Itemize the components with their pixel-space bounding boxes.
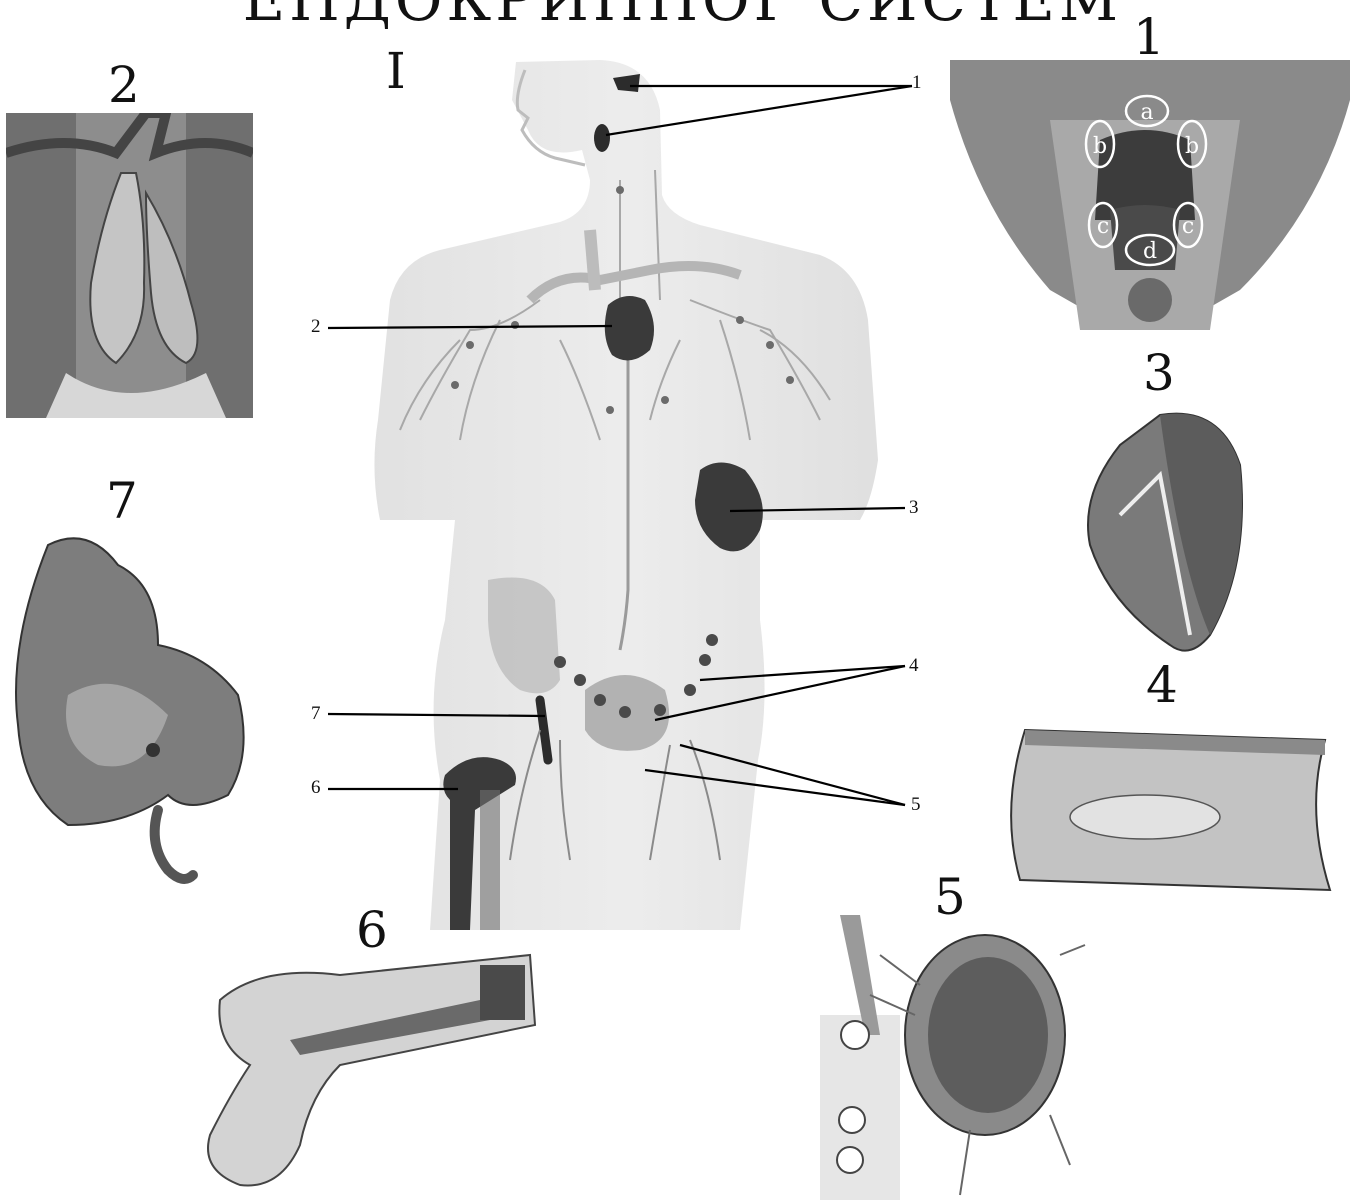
callout-6: 6	[311, 777, 321, 799]
tonsil-letter-d: d	[1143, 239, 1157, 264]
callout-4: 4	[909, 655, 919, 677]
intestine-peyers-patch-illustration	[995, 720, 1335, 895]
callout-2: 2	[311, 316, 321, 338]
tonsil-letter-c-right: c	[1182, 214, 1194, 239]
appendix-caecum-illustration	[8, 525, 248, 890]
tonsil-letter-c-left: c	[1097, 214, 1109, 239]
thymus-shape	[605, 296, 654, 360]
thymus-illustration	[6, 113, 253, 418]
callout-3: 3	[909, 497, 919, 519]
bone-marrow-femur-illustration	[200, 945, 540, 1195]
tonsil-shape-lower	[594, 124, 610, 152]
callout-1: 1	[912, 72, 922, 94]
spleen-illustration	[1080, 405, 1255, 660]
tonsil-letter-b-right: b	[1185, 134, 1199, 159]
tonsil-letter-a: a	[1140, 100, 1153, 125]
lymph-node-illustration	[820, 915, 1090, 1200]
callout-5: 5	[911, 794, 921, 816]
tonsil-letter-b-left: b	[1093, 134, 1107, 159]
callout-7: 7	[311, 703, 321, 725]
pharyngeal-tonsils-illustration: a b b c c d	[940, 60, 1365, 330]
